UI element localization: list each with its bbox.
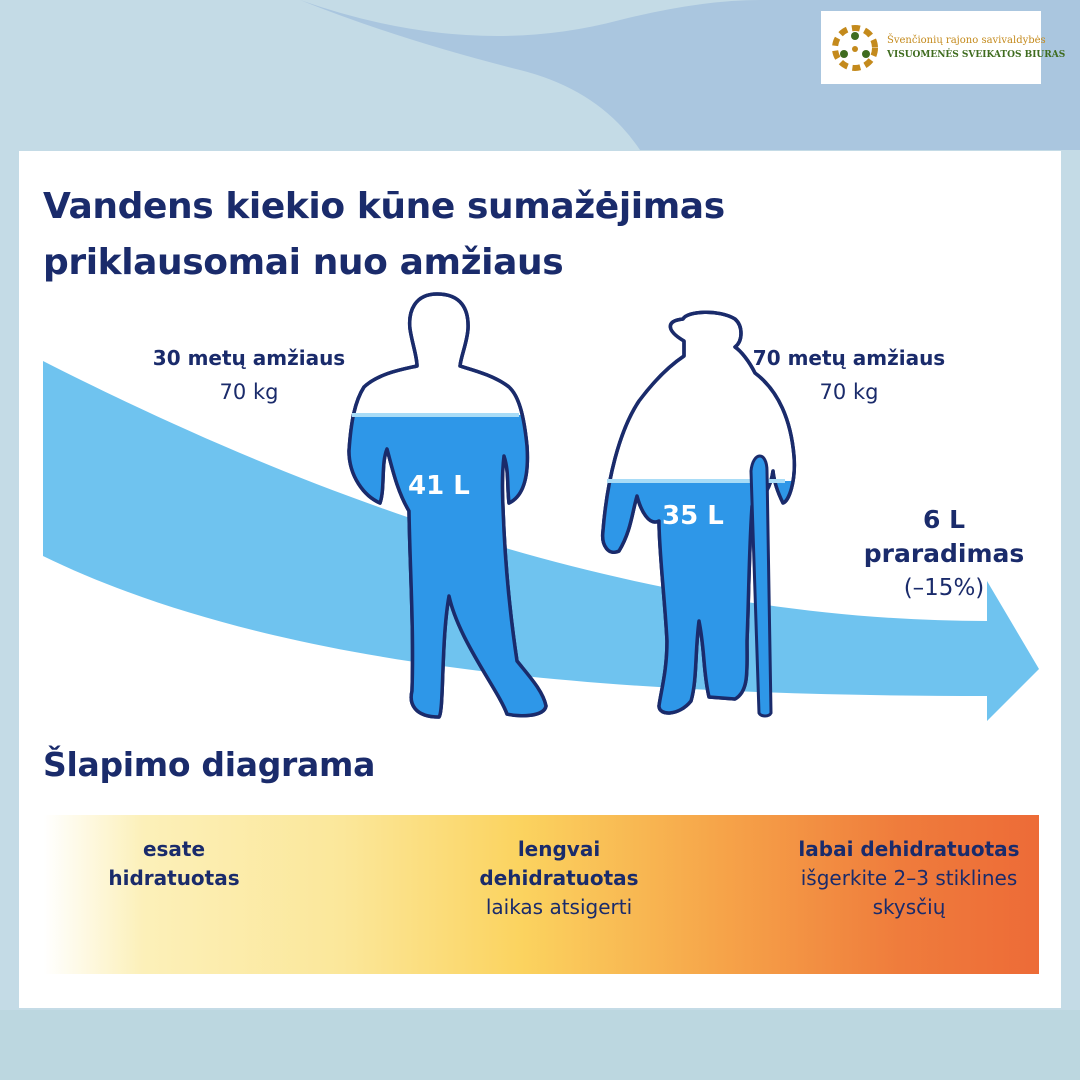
logo-text-line2: VISUOMENĖS SVEIKATOS BIURAS xyxy=(887,49,1066,60)
old-weight: 70 kg xyxy=(819,380,879,404)
logo-text-line1: Švenčionių rajono savivaldybės xyxy=(887,34,1046,46)
urine-chart-title: Šlapimo diagrama xyxy=(43,745,376,784)
old-age: 70 metų amžiaus xyxy=(752,346,946,370)
young-weight: 70 kg xyxy=(219,380,279,404)
zone-severe-note: išgerkite 2–3 stiklines skysčių xyxy=(800,866,1018,919)
urine-color-scale: esate hidratuotas lengvai dehidratuotas … xyxy=(44,815,1039,974)
water-loss-label: 6 L praradimas (–15%) xyxy=(844,503,1044,605)
old-age-label: 70 metų amžiaus 70 kg xyxy=(734,341,964,409)
main-title: Vandens kiekio kūne sumažėjimas priklaus… xyxy=(43,179,725,291)
zone-hydrated-label: esate hidratuotas xyxy=(108,837,240,890)
young-age: 30 metų amžiaus xyxy=(152,346,346,370)
zone-severe-dehydration: labai dehidratuotas išgerkite 2–3 stikli… xyxy=(794,835,1024,922)
decline-arrow xyxy=(43,361,1039,721)
loss-label: praradimas xyxy=(863,539,1025,568)
loss-amount: 6 L xyxy=(922,505,966,534)
young-person-icon xyxy=(347,292,548,719)
old-water-volume: 35 L xyxy=(662,501,724,531)
main-title-line1: Vandens kiekio kūne sumažėjimas xyxy=(43,186,725,227)
zone-mild-label: lengvai dehidratuotas xyxy=(479,837,639,890)
organization-logo: Švenčionių rajono savivaldybės VISUOMENĖ… xyxy=(821,11,1065,84)
zone-severe-label: labai dehidratuotas xyxy=(798,837,1020,861)
body-water-illustration xyxy=(43,292,1039,721)
zone-mild-dehydration: lengvai dehidratuotas laikas atsigerti xyxy=(439,835,679,922)
loss-percent: (–15%) xyxy=(903,575,985,601)
young-age-label: 30 metų amžiaus 70 kg xyxy=(134,341,364,409)
zone-hydrated: esate hidratuotas xyxy=(89,835,259,893)
elderly-person-with-cane-icon xyxy=(600,310,797,718)
municipality-emblem-icon xyxy=(832,24,878,71)
young-water-volume: 41 L xyxy=(408,471,470,501)
zone-mild-note: laikas atsigerti xyxy=(485,895,633,919)
infographic-card: Vandens kiekio kūne sumažėjimas priklaus… xyxy=(19,151,1061,1008)
main-title-line2: priklausomai nuo amžiaus xyxy=(43,242,564,283)
cane xyxy=(749,454,773,718)
